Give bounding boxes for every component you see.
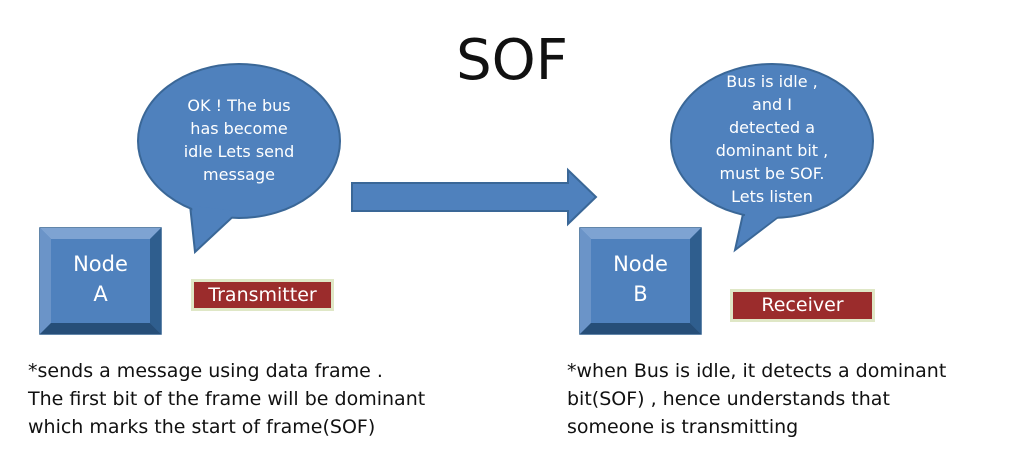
bubble-text-left: OK ! The bus has become idle Lets send m… bbox=[164, 94, 314, 186]
receiver-label: Receiver bbox=[730, 289, 875, 322]
caption-right-line: *when Bus is idle, it detects a dominant bbox=[567, 360, 947, 382]
caption-left-line: which marks the start of frame(SOF) bbox=[28, 416, 376, 438]
caption-right-line: bit(SOF) , hence understands that bbox=[567, 388, 890, 410]
node-b-label-line: B bbox=[633, 282, 648, 306]
node-a-label-line: A bbox=[93, 282, 108, 306]
bubble-right-line: dominant bit , bbox=[715, 141, 829, 160]
bubble-right-line: Lets listen bbox=[731, 187, 813, 206]
caption-left: *sends a message using data frame . The … bbox=[28, 357, 425, 441]
node-a-box bbox=[39, 227, 162, 335]
diagram-title: SOF bbox=[456, 28, 568, 93]
caption-left-line: *sends a message using data frame . bbox=[28, 360, 383, 382]
caption-right: *when Bus is idle, it detects a dominant… bbox=[567, 357, 946, 441]
node-a-label: Node A bbox=[51, 249, 150, 309]
bubble-left-line: has become bbox=[190, 119, 288, 138]
bubble-left-line: idle Lets send bbox=[183, 142, 295, 161]
node-b-box bbox=[579, 227, 702, 335]
caption-right-line: someone is transmitting bbox=[567, 416, 799, 438]
transmit-arrow bbox=[351, 167, 598, 227]
bubble-right-line: Bus is idle , bbox=[726, 72, 818, 91]
bubble-right-line: and I bbox=[752, 95, 792, 114]
node-a-label-line: Node bbox=[73, 252, 128, 276]
speech-bubble-left bbox=[137, 63, 341, 255]
bubble-text-right: Bus is idle , and I detected a dominant … bbox=[697, 70, 847, 208]
bubble-left-line: OK ! The bus bbox=[187, 96, 291, 115]
speech-bubble-right bbox=[670, 63, 874, 253]
node-b-label: Node B bbox=[591, 249, 690, 309]
bubble-right-line: must be SOF. bbox=[719, 164, 825, 183]
node-b-label-line: Node bbox=[613, 252, 668, 276]
bubble-right-line: detected a bbox=[728, 118, 816, 137]
bubble-left-line: message bbox=[203, 165, 275, 184]
transmitter-label: Transmitter bbox=[191, 279, 334, 311]
caption-left-line: The first bit of the frame will be domin… bbox=[28, 388, 426, 410]
